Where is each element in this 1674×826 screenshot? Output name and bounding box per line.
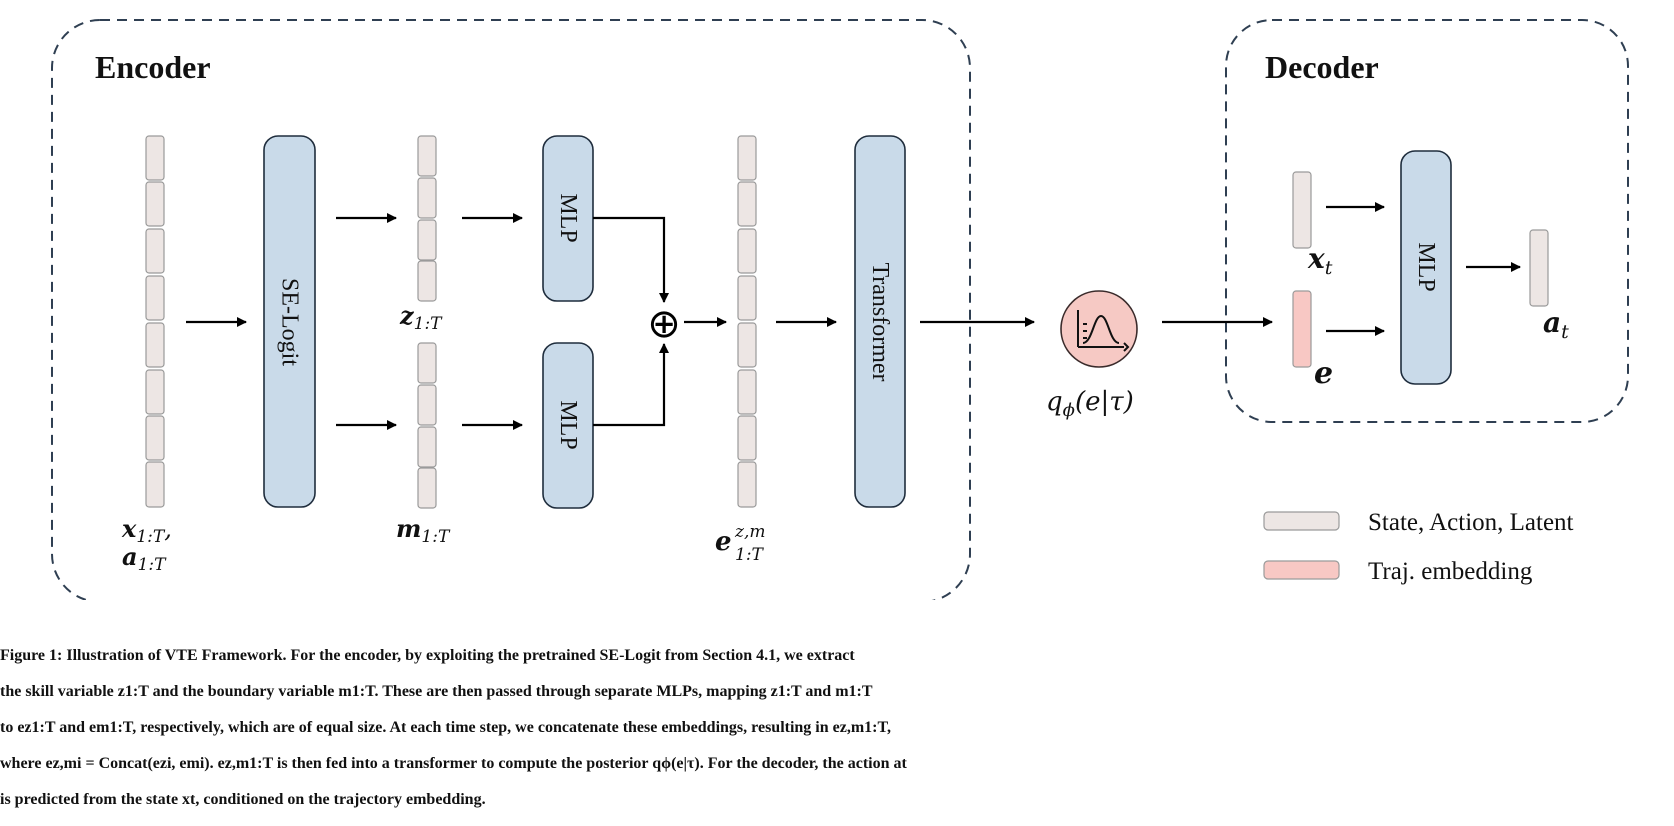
connector-mlp-top-to-concat xyxy=(593,216,669,303)
e-zm-vector-stack xyxy=(737,135,757,508)
m-label: m1:T xyxy=(396,514,451,547)
decoder-region xyxy=(1225,19,1629,423)
decoder-mlp-label: MLP xyxy=(1413,242,1439,291)
caption-line-5: is predicted from the state xt, conditio… xyxy=(0,791,486,808)
legend-swatch-traj xyxy=(1263,560,1340,580)
mlp-top-label: MLP xyxy=(555,193,581,242)
m-vector-stack xyxy=(417,342,437,509)
distribution-icon xyxy=(1077,310,1130,352)
e-zm-sup: z,m xyxy=(734,522,765,542)
connector-mlp-bottom-to-concat xyxy=(593,343,669,427)
legend-label-state: State, Action, Latent xyxy=(1368,509,1574,536)
mlp-bottom-label: MLP xyxy=(555,400,581,449)
decoder-a-label: at xyxy=(1543,306,1569,343)
z-vector-stack xyxy=(417,135,437,302)
legend-swatch-state xyxy=(1263,511,1340,531)
input-x-label: x1:T, xyxy=(121,514,172,547)
concat-symbol: ⊕ xyxy=(647,301,681,347)
legend-label-traj: Traj. embedding xyxy=(1368,558,1533,585)
se-logit-label: SE-Logit xyxy=(277,278,303,366)
decoder-title: Decoder xyxy=(1265,49,1379,85)
legend: State, Action, Latent Traj. embedding xyxy=(1263,509,1574,585)
caption-line-2: the skill variable z1:T and the boundary… xyxy=(0,683,873,700)
encoder-title: Encoder xyxy=(95,49,211,85)
posterior-distribution xyxy=(1060,290,1138,368)
decoder-a-vector xyxy=(1529,229,1549,307)
caption-line-3: to ez1:T and em1:T, respectively, which … xyxy=(0,719,891,736)
se-logit-block xyxy=(263,135,316,508)
z-label: z1:T xyxy=(399,301,443,334)
posterior-label: qϕ(e|τ) xyxy=(1046,387,1134,421)
transformer-label: Transformer xyxy=(867,262,893,381)
encoder-region xyxy=(51,19,971,600)
e-zm-label: e xyxy=(715,527,732,557)
decoder-x-label: xt xyxy=(1307,242,1333,279)
input-a-label: a1:T xyxy=(122,542,167,575)
decoder-x-vector xyxy=(1292,171,1312,249)
transformer-block xyxy=(854,135,906,508)
caption-line-1: Figure 1: Illustration of VTE Framework.… xyxy=(0,647,855,664)
decoder-mlp-block xyxy=(1400,150,1452,385)
caption-line-4: where ez,mi = Concat(ezi, emi). ez,m1:T … xyxy=(0,755,907,772)
decoder-e-vector xyxy=(1292,290,1312,368)
figure-caption: Figure 1: Illustration of VTE Framework.… xyxy=(0,638,1674,818)
decoder-e-label: e xyxy=(1314,356,1333,391)
input-vector-stack xyxy=(145,135,165,508)
e-zm-sub: 1:T xyxy=(735,545,765,565)
